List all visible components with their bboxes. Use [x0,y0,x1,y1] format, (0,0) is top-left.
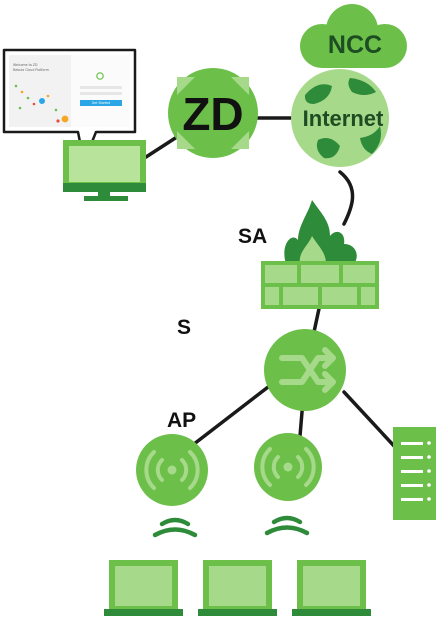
ncc-cloud: NCC [300,4,407,68]
popup-button-label: Get Started [92,101,110,105]
switch-arrows-icon [279,347,336,393]
switch-node: S [177,316,346,411]
popup-dot [46,94,50,98]
popup-blue-badge-icon [39,98,45,104]
monitor-icon [63,140,146,201]
laptop-icon [198,560,277,616]
popup-dot [26,96,30,100]
ncc-label: NCC [328,31,382,59]
dashboard-left-panel [9,55,71,127]
ap-label: AP [167,409,196,432]
flame-icon [284,200,357,264]
dashboard-popup: Welcome to ZD Nebula Cloud Platform Get … [2,48,137,164]
access-point-1: AP [136,409,208,506]
dashboard-right-panel [71,55,130,127]
access-point-2 [254,433,322,501]
wifi-signal-icon [260,447,316,487]
popup-dot [56,119,60,123]
internet-node: Internet [291,69,389,167]
firewall-node: SA [238,200,379,309]
cloud-icon [300,4,407,68]
globe-continents [304,78,381,159]
popup-field [80,86,122,89]
popup-orange-badge-icon [61,115,69,123]
link-switch-server [342,390,397,449]
popup-dot [54,108,58,112]
popup-welcome-line1: Welcome to ZD [13,63,38,67]
link-internet-firewall [338,170,355,226]
zd-node: ZD [168,68,258,158]
laptop-icon [292,560,371,616]
laptop-icon [104,560,183,616]
popup-field [80,92,122,95]
zd-label: ZD [182,88,243,140]
server-icon [393,427,436,520]
link-monitor-zd [144,133,182,159]
brick-wall-icon [261,261,379,309]
popup-logo-icon [96,72,104,80]
flame-inner [299,236,326,264]
wifi-signal-icon [144,450,200,490]
popup-dot [14,84,18,88]
popup-dot [18,106,22,110]
internet-label: Internet [303,106,384,131]
popup-dot [20,90,24,94]
popup-dot [32,102,36,106]
s-label: S [177,316,191,339]
link-switch-ap1 [192,382,274,446]
sa-label: SA [238,225,267,248]
popup-welcome-line2: Nebula Cloud Platform [13,68,49,72]
expand-arrows-icon [177,77,249,149]
wifi-waves-icon [152,515,310,538]
popup-get-started-button [80,100,122,106]
